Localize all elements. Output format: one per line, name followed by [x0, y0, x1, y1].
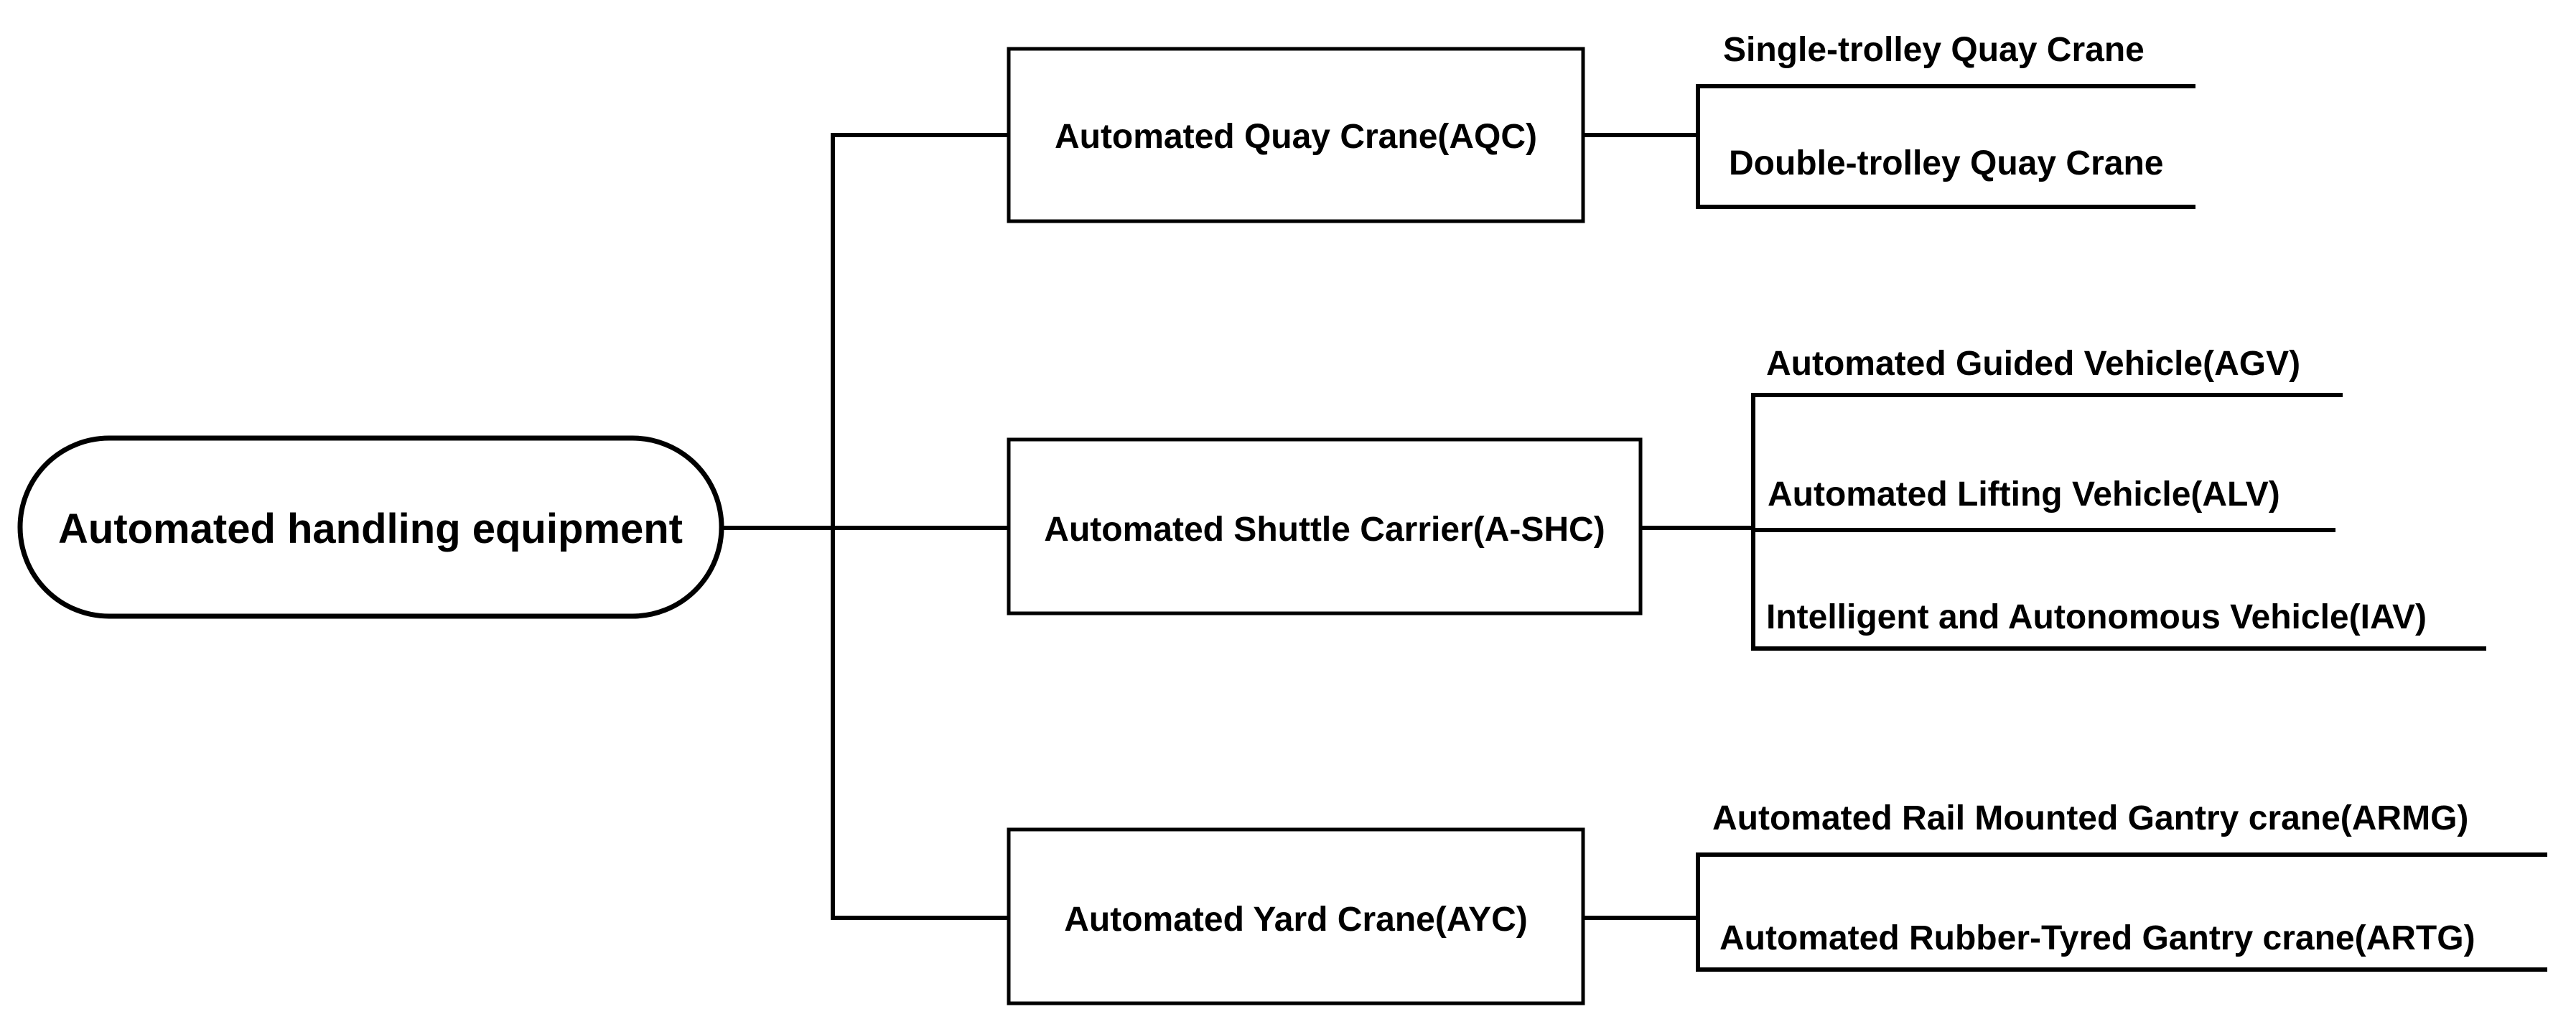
root-node-label: Automated handling equipment	[58, 506, 683, 552]
leaf-item-ayc-1: Automated Rail Mounted Gantry crane(ARMG…	[1712, 799, 2468, 837]
category-node-ashc: Automated Shuttle Carrier(A-SHC)	[1007, 437, 1643, 615]
leaf-item-ashc-3: Intelligent and Autonomous Vehicle(IAV)	[1766, 598, 2427, 636]
leaf-item-ashc-2: Automated Lifting Vehicle(ALV)	[1768, 475, 2280, 514]
root-node-shape	[17, 435, 724, 619]
leaf-items: Single-trolley Quay Crane Double-trolley…	[1712, 31, 2475, 957]
category-label-ashc: Automated Shuttle Carrier(A-SHC)	[1044, 511, 1605, 549]
leaf-item-aqc-2: Double-trolley Quay Crane	[1729, 144, 2163, 182]
category-box-ashc	[1007, 437, 1643, 615]
category-box-ayc	[1007, 827, 1585, 1005]
connectors	[719, 84, 2547, 972]
category-node-aqc: Automated Quay Crane(AQC)	[1007, 47, 1585, 223]
leaf-item-aqc-1: Single-trolley Quay Crane	[1723, 31, 2145, 69]
category-node-ayc: Automated Yard Crane(AYC)	[1007, 827, 1585, 1005]
leaf-item-ashc-1: Automated Guided Vehicle(AGV)	[1766, 345, 2300, 383]
root-node: Automated handling equipment	[17, 435, 724, 619]
category-label-aqc: Automated Quay Crane(AQC)	[1055, 118, 1537, 156]
category-box-aqc	[1007, 47, 1585, 223]
leaf-item-ayc-2: Automated Rubber-Tyred Gantry crane(ARTG…	[1719, 919, 2475, 957]
category-label-ayc: Automated Yard Crane(AYC)	[1064, 901, 1528, 939]
